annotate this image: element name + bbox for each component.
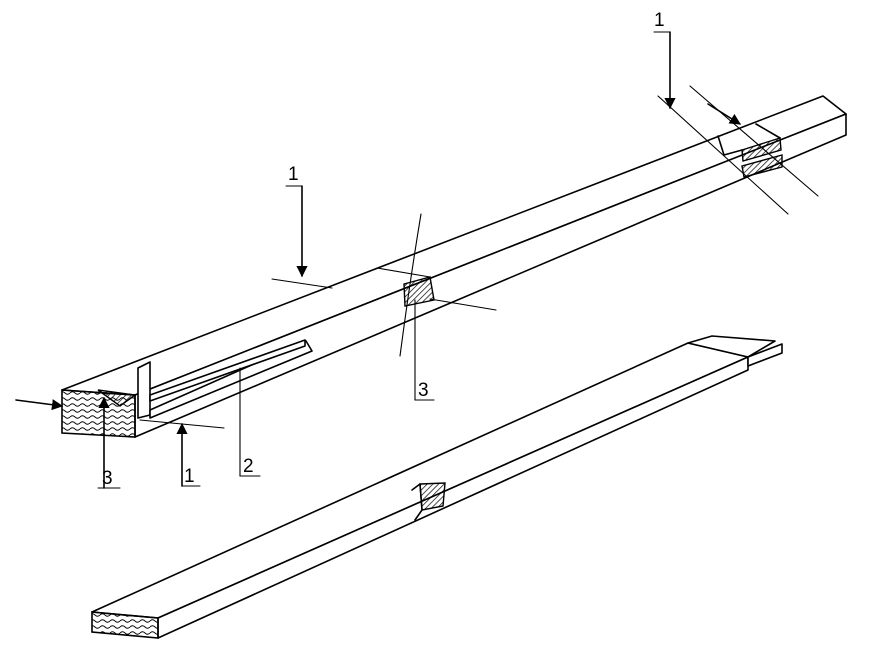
angle-vertical-leg	[137, 361, 151, 419]
arrows	[15, 31, 741, 489]
cut-line-right-a	[657, 95, 789, 215]
label-mid-1: 1	[288, 164, 299, 185]
cut-line-mid-right	[429, 298, 497, 311]
angle-top-leg	[149, 339, 306, 402]
cut-line-mid-vertical	[399, 213, 422, 357]
arrow-left-end	[15, 399, 64, 411]
bottom-notch-edge	[411, 483, 423, 521]
cut-line-mid-left	[271, 278, 333, 289]
top-bar-front-face	[134, 113, 847, 438]
bottom-bar-front-face	[157, 356, 749, 639]
leader-bottom-2	[239, 367, 261, 477]
label-top-right-1: 1	[654, 10, 665, 31]
right-joint-cut	[717, 135, 743, 156]
right-tenon-upper	[741, 137, 782, 162]
cut-lines	[139, 85, 819, 429]
top-bar	[61, 95, 847, 438]
arrow-right-joint	[707, 103, 741, 125]
label-bottom-2: 2	[243, 456, 254, 477]
bottom-v-notch	[419, 482, 446, 511]
leaders	[97, 31, 671, 489]
bottom-bar-end-grain	[91, 611, 159, 639]
label-mid-3: 3	[418, 380, 429, 401]
cut-line-right-b	[689, 85, 819, 197]
labels: 1 1 3 1 2 3	[102, 10, 665, 489]
bottom-bar	[91, 335, 783, 639]
label-bottom-1: 1	[184, 466, 195, 487]
bottom-tenon-front	[747, 343, 783, 367]
angle-strip	[137, 339, 313, 419]
right-joint-shoulder	[755, 123, 781, 139]
label-left-3: 3	[102, 468, 113, 489]
leader-mid-3	[414, 299, 435, 401]
middle-notch-edge	[376, 267, 431, 278]
